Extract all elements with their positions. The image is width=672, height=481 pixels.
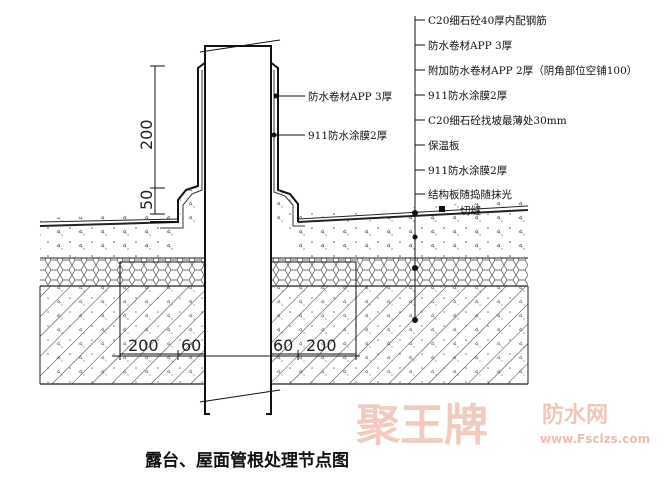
sleeve-void-boxes: [119, 261, 357, 355]
layer-label: C20细石砼40厚内配钢筋: [428, 14, 547, 27]
layer-label: C20细石砼找坡最薄处30mm: [428, 114, 567, 127]
watermark-site: 防水网: [542, 403, 608, 428]
dimension-left-60: 60: [181, 336, 201, 355]
pipe-flashing: [150, 61, 305, 230]
layer-label: 911防水涂膜2厚: [428, 89, 508, 102]
layer-leader-line: [412, 16, 445, 323]
top-concrete-layer: [40, 200, 528, 222]
layer-labels: C20细石砼40厚内配钢筋 防水卷材APP 3厚 附加防水卷材APP 2厚（阴角…: [415, 14, 637, 201]
watermark-brand: 聚王牌: [355, 400, 488, 451]
dimension-vertical-50: 50: [137, 190, 156, 210]
layer-label: 结构板随捣随抹光: [428, 188, 512, 201]
structural-slab: [39, 285, 529, 385]
watermark-url: www.Fsclzs.com: [540, 432, 650, 446]
diagram-caption: 露台、屋面管根处理节点图: [145, 450, 349, 471]
layer-label: 911防水涂膜2厚: [428, 164, 508, 177]
pipe-leader-markers: [271, 93, 305, 138]
dimension-vertical-200: 200: [137, 119, 156, 150]
dimension-right-200: 200: [306, 336, 337, 355]
pipe: [199, 39, 281, 416]
pipe-label: 911防水涂膜2厚: [308, 129, 388, 142]
dimension-left-200: 200: [128, 336, 159, 355]
watermark: 聚王牌 防水网 www.Fsclzs.com: [355, 400, 650, 451]
pipe-label: 防水卷材APP 3厚: [308, 90, 393, 103]
dimension-right-60: 60: [273, 336, 293, 355]
layer-label: 保温板: [428, 139, 460, 152]
layer-label: 防水卷材APP 3厚: [428, 39, 513, 52]
layer-label: 附加防水卷材APP 2厚（阴角部位空铺100）: [428, 64, 637, 77]
cut-joint-label: 切缝: [460, 204, 481, 217]
sloped-screed-layer: [39, 205, 529, 258]
dimension-lines: [112, 65, 360, 360]
